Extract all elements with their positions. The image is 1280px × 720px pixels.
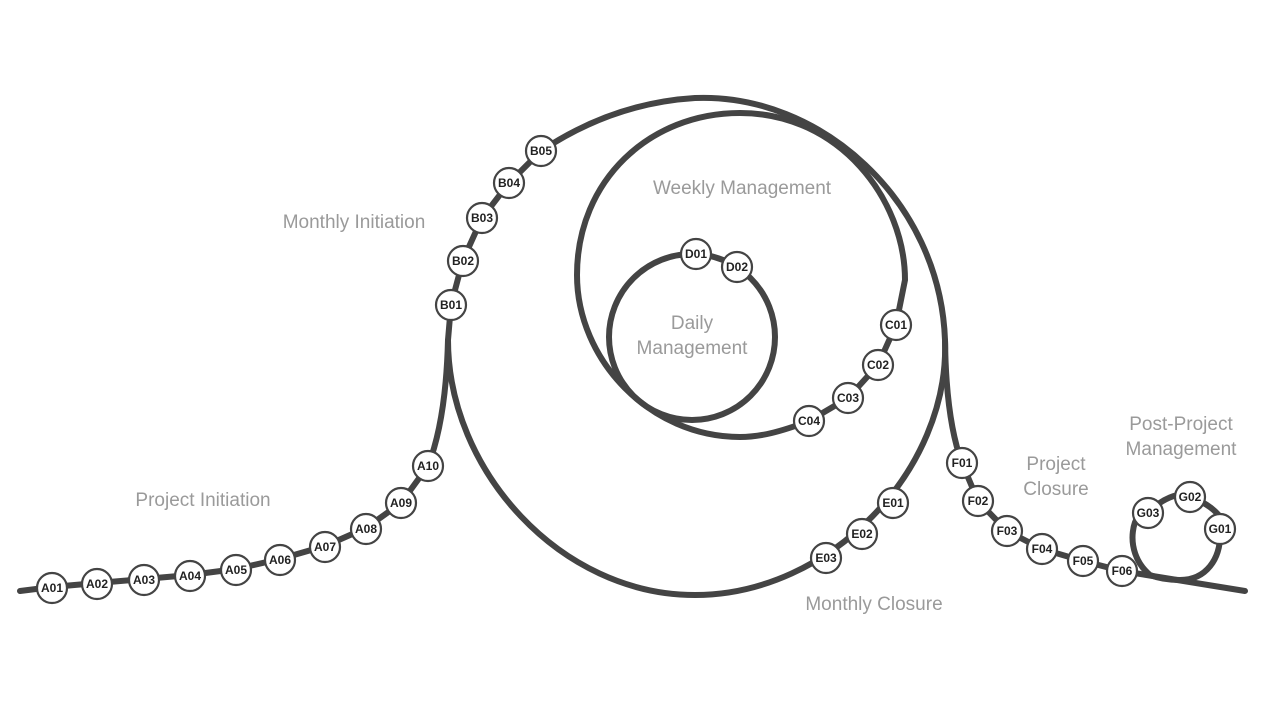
- svg-text:B03: B03: [471, 211, 493, 225]
- node-f02[interactable]: F02: [961, 484, 995, 518]
- svg-text:A02: A02: [86, 577, 108, 591]
- project-closure-label-1: Project: [1026, 454, 1086, 475]
- node-d02[interactable]: D02: [720, 250, 754, 284]
- weekly-management-label: Weekly Management: [653, 178, 832, 199]
- svg-text:G01: G01: [1209, 522, 1232, 536]
- weekly-loop: [573, 109, 909, 441]
- svg-text:A08: A08: [355, 522, 377, 536]
- node-f04[interactable]: F04: [1025, 532, 1059, 566]
- node-f01[interactable]: F01: [945, 446, 979, 480]
- svg-text:F02: F02: [968, 494, 989, 508]
- node-a08[interactable]: A08: [349, 512, 383, 546]
- svg-text:E01: E01: [882, 496, 904, 510]
- svg-text:E02: E02: [851, 527, 873, 541]
- project-closure-label-2: Closure: [1023, 479, 1088, 500]
- project-initiation-label: Project Initiation: [135, 490, 270, 511]
- svg-text:B02: B02: [452, 254, 474, 268]
- node-c02[interactable]: C02: [861, 348, 895, 382]
- svg-text:D01: D01: [685, 247, 707, 261]
- svg-text:A04: A04: [179, 569, 201, 583]
- daily-management-label-1: Daily: [671, 313, 714, 334]
- svg-text:B04: B04: [498, 176, 520, 190]
- node-c01[interactable]: C01: [879, 308, 913, 342]
- monthly-closure-label: Monthly Closure: [805, 594, 942, 615]
- svg-text:A10: A10: [417, 459, 439, 473]
- node-a09[interactable]: A09: [384, 486, 418, 520]
- node-c03[interactable]: C03: [831, 381, 865, 415]
- node-a04[interactable]: A04: [173, 559, 207, 593]
- node-a02[interactable]: A02: [80, 567, 114, 601]
- svg-text:C03: C03: [837, 391, 859, 405]
- node-g03[interactable]: G03: [1131, 496, 1165, 530]
- monthly-initiation-label: Monthly Initiation: [283, 212, 426, 233]
- node-e02[interactable]: E02: [845, 517, 879, 551]
- svg-text:D02: D02: [726, 260, 748, 274]
- svg-text:A09: A09: [390, 496, 412, 510]
- node-b05[interactable]: B05: [524, 134, 558, 168]
- node-f05[interactable]: F05: [1066, 544, 1100, 578]
- node-a05[interactable]: A05: [219, 553, 253, 587]
- svg-text:A07: A07: [314, 540, 336, 554]
- svg-text:A01: A01: [41, 581, 63, 595]
- node-a06[interactable]: A06: [263, 543, 297, 577]
- svg-text:F04: F04: [1032, 542, 1053, 556]
- svg-text:C04: C04: [798, 414, 820, 428]
- node-g01[interactable]: G01: [1203, 512, 1237, 546]
- node-c04[interactable]: C04: [792, 404, 826, 438]
- svg-text:F06: F06: [1112, 564, 1133, 578]
- svg-text:G02: G02: [1179, 490, 1202, 504]
- node-b03[interactable]: B03: [465, 201, 499, 235]
- post-project-label-1: Post-Project: [1129, 414, 1233, 435]
- node-a07[interactable]: A07: [308, 530, 342, 564]
- node-f06[interactable]: F06: [1105, 554, 1139, 588]
- node-e01[interactable]: E01: [876, 486, 910, 520]
- node-d01[interactable]: D01: [679, 237, 713, 271]
- project-initiation-track: [17, 337, 451, 594]
- svg-text:F05: F05: [1073, 554, 1094, 568]
- svg-text:C02: C02: [867, 358, 889, 372]
- svg-text:A05: A05: [225, 563, 247, 577]
- svg-text:E03: E03: [815, 551, 837, 565]
- svg-text:B05: B05: [530, 144, 552, 158]
- node-f03[interactable]: F03: [990, 514, 1024, 548]
- svg-text:B01: B01: [440, 298, 462, 312]
- svg-text:A06: A06: [269, 553, 291, 567]
- post-project-label-2: Management: [1126, 439, 1238, 460]
- svg-text:G03: G03: [1137, 506, 1160, 520]
- node-b02[interactable]: B02: [446, 244, 480, 278]
- node-g02[interactable]: G02: [1173, 480, 1207, 514]
- node-b01[interactable]: B01: [434, 288, 468, 322]
- svg-text:F01: F01: [952, 456, 973, 470]
- node-e03[interactable]: E03: [809, 541, 843, 575]
- daily-loop: [606, 251, 778, 423]
- node-a01[interactable]: A01: [35, 571, 69, 605]
- svg-text:A03: A03: [133, 573, 155, 587]
- svg-text:F03: F03: [997, 524, 1018, 538]
- node-b04[interactable]: B04: [492, 166, 526, 200]
- svg-text:C01: C01: [885, 318, 907, 332]
- daily-management-label-2: Management: [637, 338, 749, 359]
- node-a10[interactable]: A10: [411, 449, 445, 483]
- node-a03[interactable]: A03: [127, 563, 161, 597]
